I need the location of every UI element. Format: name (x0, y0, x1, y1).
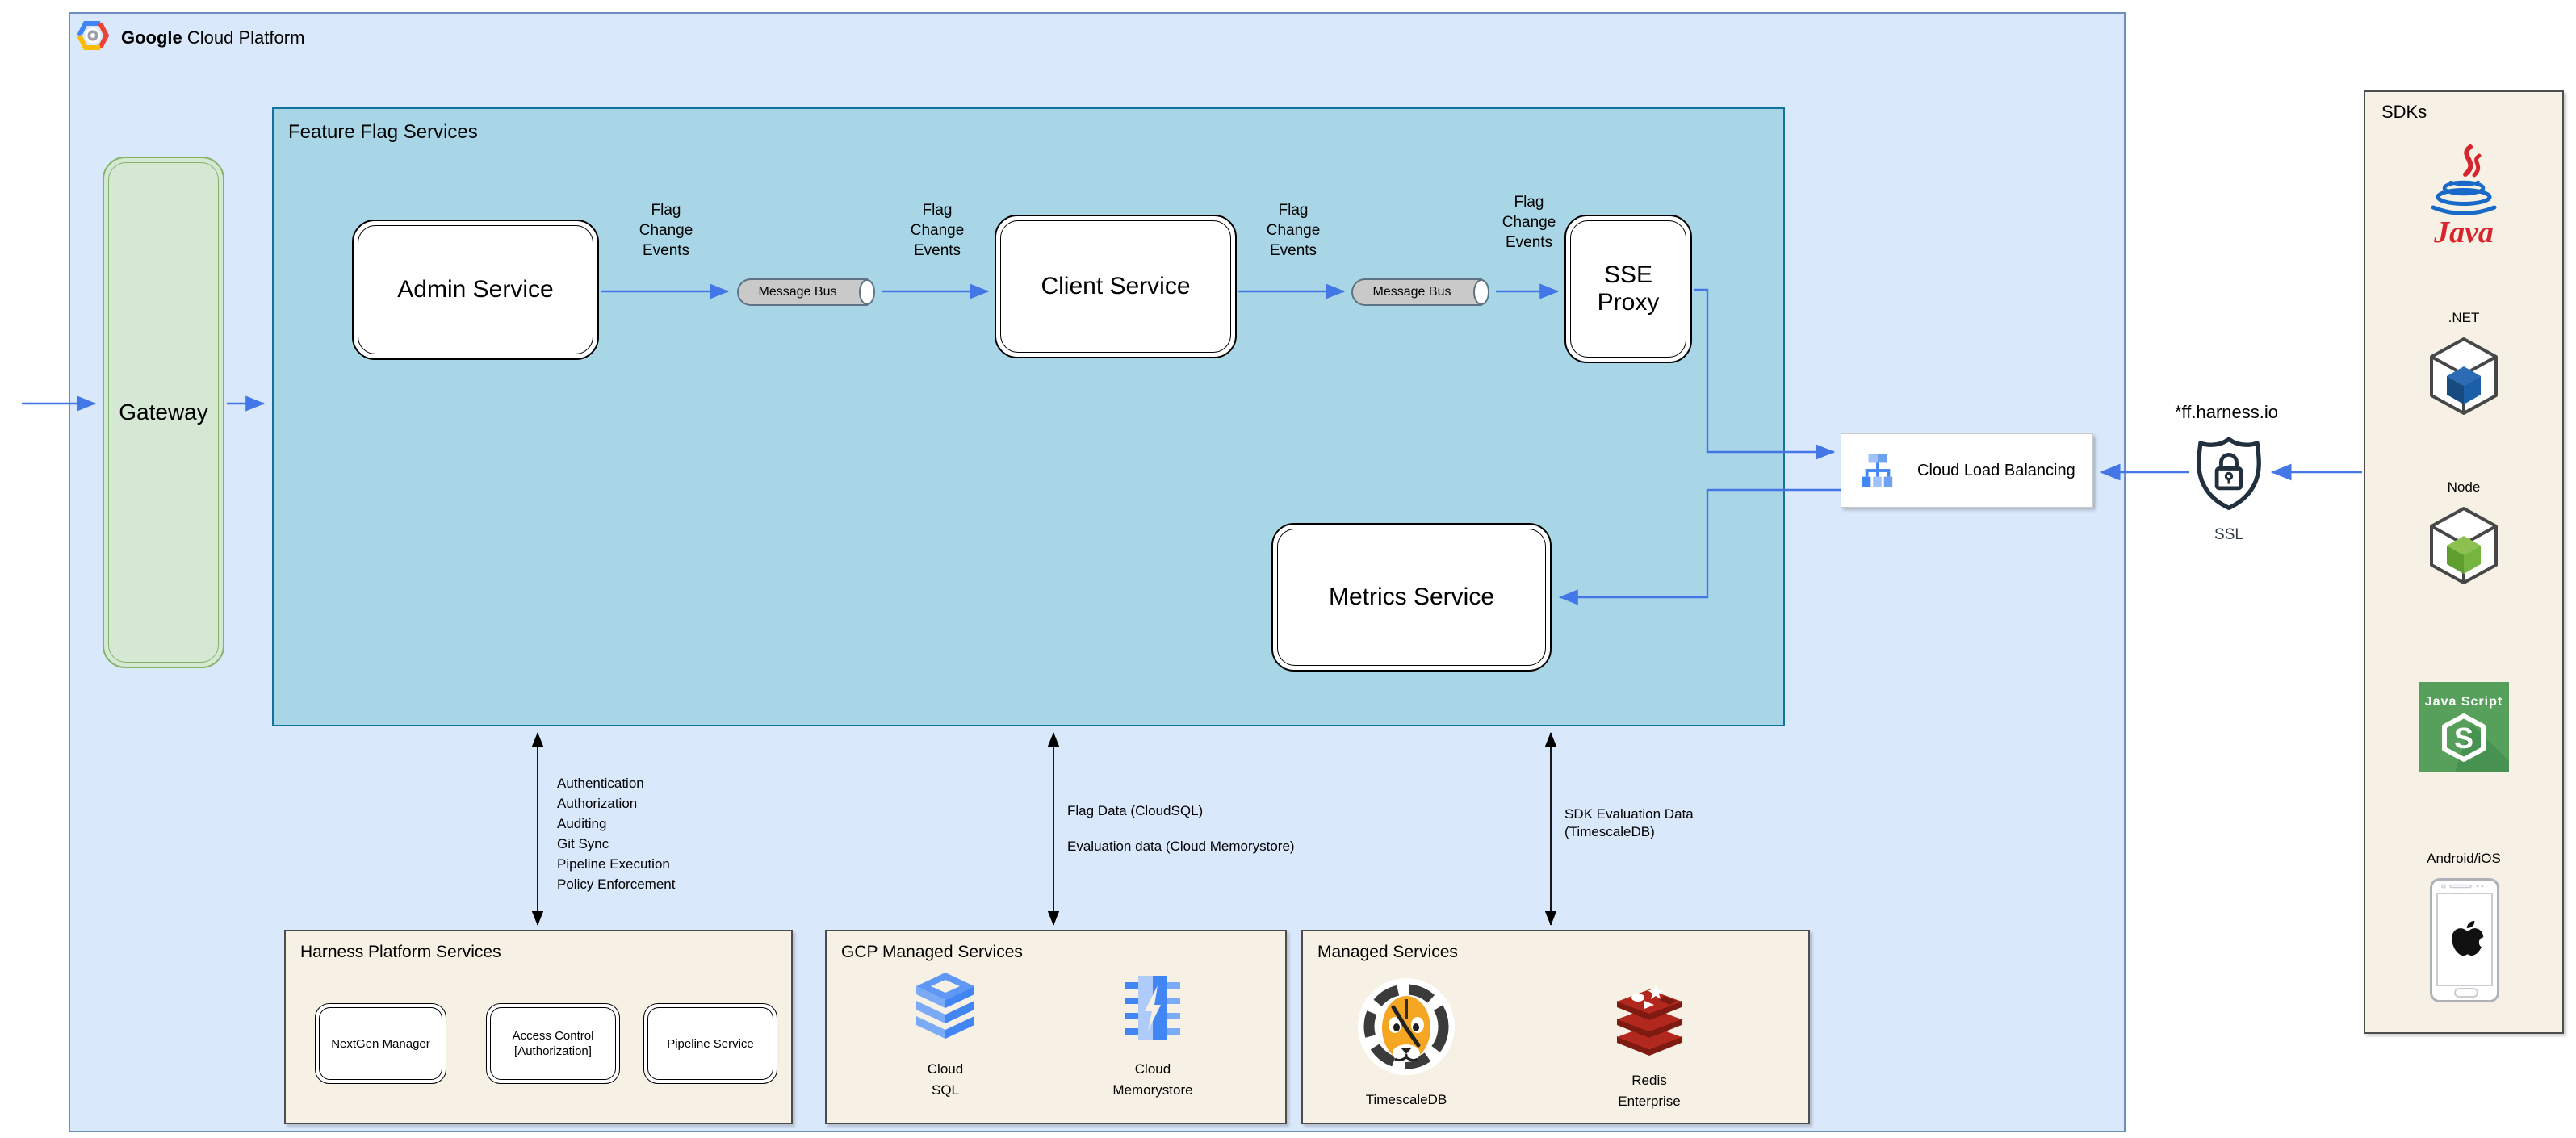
sdk-evaluation-data-label: SDK Evaluation Data (TimescaleDB) (1564, 806, 1694, 839)
sse-proxy-label: SSE Proxy (1570, 220, 1686, 358)
mobile-label: Android/iOS (2427, 851, 2501, 866)
gateway-label: Gateway (108, 162, 219, 663)
flag-change-events-label-2: Flag Change Events (910, 202, 965, 259)
load-balancer-icon (1862, 454, 1893, 487)
ssl-shield-lock-icon (2197, 437, 2261, 511)
phone-speaker (2441, 884, 2484, 889)
ssl-label: SSL (2214, 526, 2243, 543)
connection-item: Policy Enforcement (557, 877, 676, 892)
gcp-title-brand: Google (121, 27, 182, 48)
connection-item: Pipeline Execution (557, 856, 670, 872)
apple-logo-icon (2452, 920, 2488, 956)
redis-icon (1617, 985, 1682, 1056)
metrics-service-label: Metrics Service (1277, 529, 1546, 666)
domain-label: *ff.harness.io (2174, 402, 2278, 422)
message-bus-label: Message Bus (758, 285, 837, 299)
node-package-icon (2430, 507, 2498, 584)
node-label: Node (2447, 479, 2481, 495)
dotnet-label: .NET (2448, 310, 2480, 325)
flag-change-events-label-3: Flag Change Events (1266, 202, 1321, 259)
sse-proxy-node: SSE Proxy (1564, 215, 1692, 363)
flag-change-events-label-4: Flag Change Events (1502, 194, 1556, 251)
timescaledb-caption: TimescaleDB (1365, 1092, 1447, 1107)
cloud-sql-caption: Cloud SQL (927, 1061, 964, 1098)
phone-screen (2436, 893, 2493, 986)
dotnet-package-icon (2430, 337, 2498, 415)
client-service-label: Client Service (1000, 220, 1231, 353)
timescaledb-tiger-icon (1358, 978, 1455, 1075)
connection-item: Authentication (557, 776, 644, 791)
pipeline-service-node: Pipeline Service (643, 1003, 777, 1084)
gateway-node: Gateway (103, 157, 224, 668)
phone-home-button (2454, 988, 2478, 998)
managed-services-title: Managed Services (1317, 943, 1458, 961)
gcp-managed-services-title: GCP Managed Services (841, 943, 1023, 961)
cloud-load-balancing-node: Cloud Load Balancing (1841, 433, 2093, 508)
cloud-sql-icon (916, 973, 974, 1039)
harness-platform-services-title: Harness Platform Services (300, 943, 501, 961)
cloud-memorystore-caption: Cloud Memorystore (1112, 1061, 1193, 1098)
java-wordmark: Java (2433, 215, 2494, 249)
cylinder-icon (737, 278, 875, 306)
harness-connection-list: Authentication Authorization Auditing Gi… (557, 773, 675, 894)
flag-change-events-label-1: Flag Change Events (639, 202, 693, 259)
gcp-title: Google Cloud Platform (121, 27, 304, 48)
admin-service-node: Admin Service (352, 220, 599, 360)
feature-flag-services-title: Feature Flag Services (288, 121, 478, 143)
sdks-title: SDKs (2381, 102, 2427, 122)
pipeline-service-label: Pipeline Service (647, 1007, 773, 1080)
evaluation-data-label: Evaluation data (Cloud Memorystore) (1067, 839, 1295, 854)
javascript-s-hexagon: S (2442, 713, 2486, 762)
metrics-service-node: Metrics Service (1271, 523, 1552, 672)
message-bus-1: Message Bus (736, 278, 880, 307)
message-bus-label: Message Bus (1372, 285, 1451, 299)
message-bus-2: Message Bus (1351, 278, 1494, 307)
cloud-memorystore-icon (1125, 976, 1180, 1040)
cylinder-icon (1351, 278, 1489, 306)
javascript-icon: Java Script S (2419, 682, 2509, 772)
nextgen-manager-node: NextGen Manager (315, 1003, 446, 1084)
access-control-node: Access Control [Authorization] (486, 1003, 620, 1084)
connection-item: Authorization (557, 796, 638, 811)
connection-item: Git Sync (557, 836, 609, 851)
redis-caption: Redis Enterprise (1618, 1073, 1681, 1109)
java-logo-icon: Java (2431, 144, 2497, 249)
cloud-load-balancing-label: Cloud Load Balancing (1917, 461, 2075, 479)
nextgen-manager-label: NextGen Manager (319, 1007, 442, 1080)
admin-service-label: Admin Service (358, 225, 593, 354)
gcp-logo-icon (77, 21, 109, 50)
client-service-node: Client Service (995, 215, 1237, 358)
javascript-letter: S (2454, 722, 2473, 755)
flag-data-label: Flag Data (CloudSQL) (1067, 803, 1204, 818)
gcp-managed-services-container (825, 930, 1287, 1124)
access-control-label: Access Control [Authorization] (490, 1007, 616, 1080)
connection-item: Auditing (557, 816, 607, 831)
gcp-title-rest: Cloud Platform (182, 27, 305, 48)
smartphone-icon (2430, 878, 2499, 1002)
javascript-icon-text: Java Script (2424, 695, 2503, 709)
